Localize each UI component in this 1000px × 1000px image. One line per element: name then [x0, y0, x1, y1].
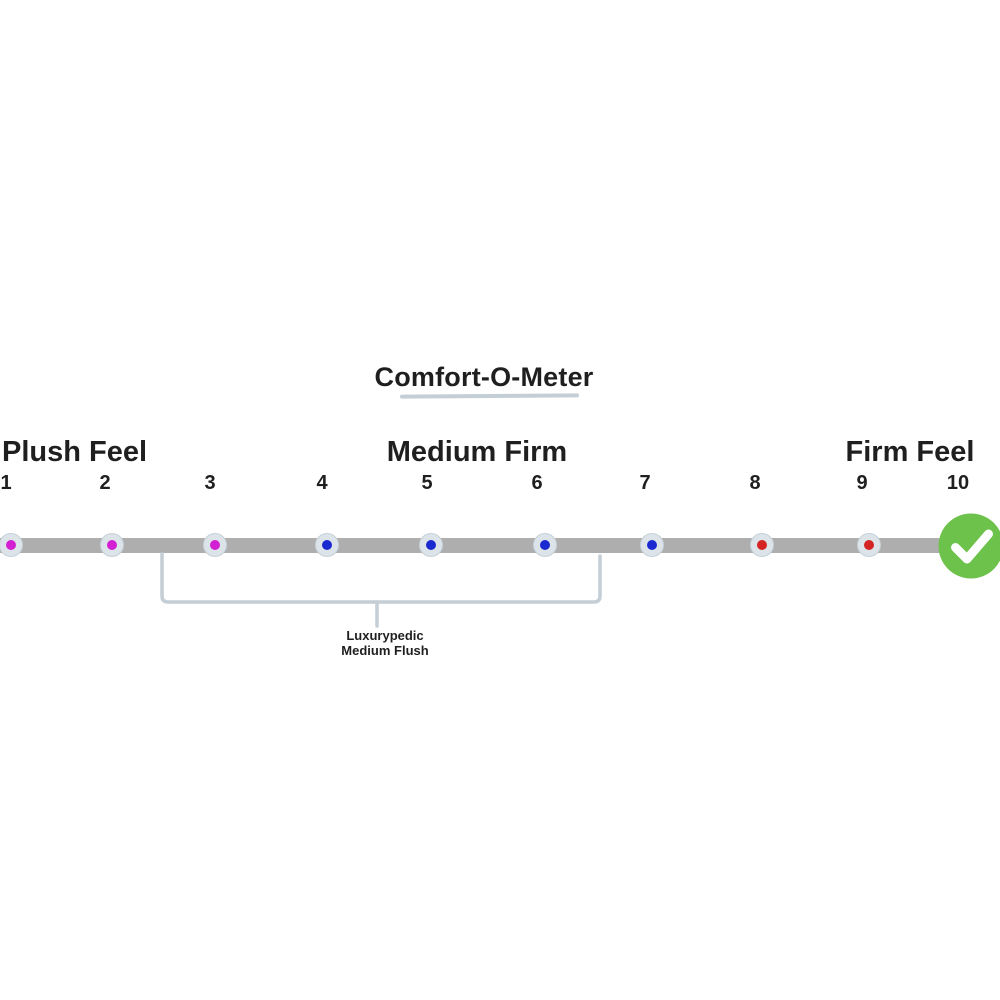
- red-dot-core: [864, 540, 874, 550]
- check-icon: [951, 529, 993, 564]
- plush-feel-label: Plush Feel: [2, 436, 148, 468]
- scale-number-8: 8: [749, 472, 761, 494]
- scale-number-6: 6: [531, 472, 543, 494]
- scale-number-1: 1: [0, 472, 12, 494]
- scale-dot-1: [0, 533, 23, 557]
- magenta-dot-core: [6, 540, 16, 550]
- annotation-line2: Medium Flush: [341, 643, 429, 658]
- scale-number-7: 7: [639, 472, 651, 494]
- magenta-dot-core: [107, 540, 117, 550]
- scale-number-4: 4: [316, 472, 328, 494]
- blue-dot-core: [426, 540, 436, 550]
- scale-number-3: 3: [204, 472, 216, 494]
- scale-bar: [0, 538, 945, 553]
- blue-dot-core: [540, 540, 550, 550]
- red-dot-core: [757, 540, 767, 550]
- scale-dot-6: [533, 533, 557, 557]
- scale-dot-4: [315, 533, 339, 557]
- scale-dot-2: [100, 533, 124, 557]
- scale-number-9: 9: [856, 472, 868, 494]
- blue-dot-core: [647, 540, 657, 550]
- magenta-dot-core: [210, 540, 220, 550]
- scale-dot-9: [857, 533, 881, 557]
- scale-number-10: 10: [946, 472, 970, 494]
- annotation-label: Luxurypedic Medium Flush: [341, 628, 428, 658]
- scale-dot-8: [750, 533, 774, 557]
- scale-number-2: 2: [99, 472, 111, 494]
- blue-dot-core: [322, 540, 332, 550]
- annotation-line1: Luxurypedic: [346, 628, 424, 643]
- selected-check-circle: [938, 513, 1000, 579]
- firm-feel-label: Firm Feel: [845, 436, 975, 468]
- page-title: Comfort-O-Meter: [374, 362, 594, 392]
- scale-number-5: 5: [421, 472, 433, 494]
- medium-firm-label: Medium Firm: [386, 436, 568, 468]
- scale-dot-7: [640, 533, 664, 557]
- scale-dot-5: [419, 533, 443, 557]
- scale-dot-3: [203, 533, 227, 557]
